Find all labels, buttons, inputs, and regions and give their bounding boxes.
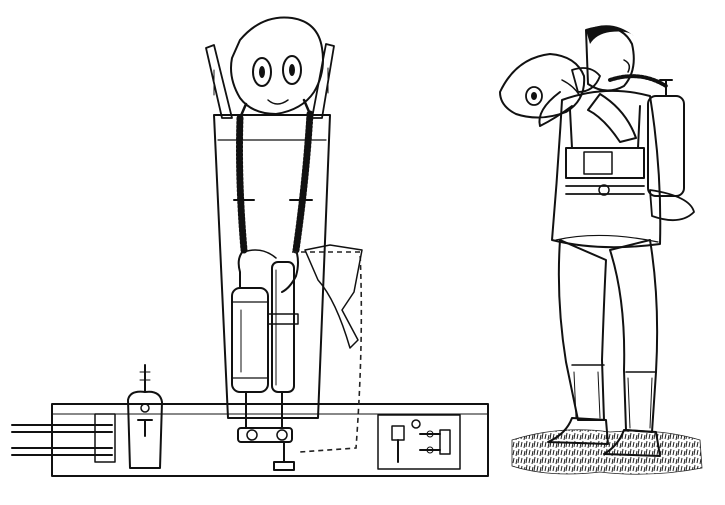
canister: [231, 287, 269, 393]
chest-apparatus: [565, 105, 645, 196]
left-prongs: [11, 413, 116, 463]
oxygen-cylinder: [267, 261, 299, 393]
raised-arm: [538, 91, 637, 143]
rucksack-outline: [292, 244, 363, 453]
backpack-cylinder: [608, 74, 695, 222]
legs: [557, 239, 659, 433]
bottom-fittings: [237, 391, 295, 471]
held-mask: [499, 53, 586, 119]
hands: [571, 67, 601, 93]
gauge-panel: [377, 414, 461, 470]
apparatus-schematic: [11, 16, 489, 477]
head: [585, 25, 635, 92]
boots: [547, 417, 661, 457]
pressure-valve: [127, 364, 163, 469]
tubing: [237, 249, 299, 293]
wearer-illustration: [499, 25, 703, 475]
torso: [551, 89, 662, 249]
base-board: [51, 403, 489, 477]
gas-mask: [230, 16, 324, 120]
breathing-hoses: [233, 110, 314, 254]
